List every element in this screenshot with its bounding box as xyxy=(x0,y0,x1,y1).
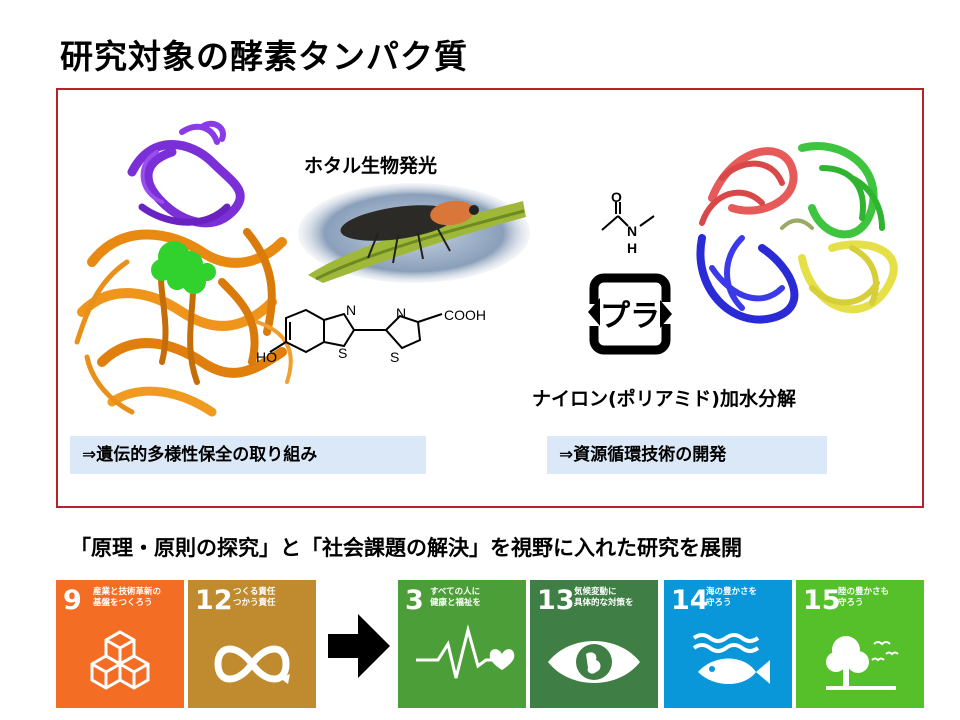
plastic-recycle-icon: プラ xyxy=(584,273,676,355)
luciferin-ho-label: HO xyxy=(256,349,277,365)
sdg-number: 15 xyxy=(803,585,841,616)
nylon-heading: ナイロン(ポリアミド)加水分解 xyxy=(532,388,796,410)
summary-text: 「原理・原則の探究」と「社会課題の解決」を視野に入れた研究を展開 xyxy=(70,536,742,560)
sdg-tile-15: 15 陸の豊かさも 守ろう xyxy=(796,580,924,708)
sdg-tile-9: 9 産業と技術革新の 基盤をつくろう xyxy=(56,580,184,708)
amide-o-label: O xyxy=(611,190,622,205)
right-arrow-icon xyxy=(328,614,390,678)
eye-globe-icon xyxy=(548,641,640,683)
left-callout: ⇒遺伝的多様性保全の取り組み xyxy=(70,436,426,474)
sdg-caption: つくる責任 つかう責任 xyxy=(233,587,276,608)
sdg-tile-14: 14 海の豊かさを 守ろう xyxy=(664,580,792,708)
luciferin-structure: N S N S COOH HO xyxy=(256,304,486,365)
luciferin-n1-label: N xyxy=(346,304,356,318)
cubes-icon xyxy=(90,630,150,690)
sdg-number: 3 xyxy=(405,585,424,616)
sdg-caption: 産業と技術革新の 基盤をつくろう xyxy=(93,587,162,608)
amide-n-label: N xyxy=(627,223,637,239)
sdg-number: 14 xyxy=(671,585,709,616)
slide-title: 研究対象の酵素タンパク質 xyxy=(60,37,468,76)
amide-h-label: H xyxy=(627,240,637,256)
sdg-number: 13 xyxy=(537,585,575,616)
right-callout: ⇒資源循環技術の開発 xyxy=(547,436,827,474)
sdg-tile-3: 3 すべての人に 健康と福祉を xyxy=(398,580,526,708)
sdg-number: 9 xyxy=(63,585,82,616)
sdg-tile-12: 12 つくる責任 つかう責任 xyxy=(188,580,316,708)
sdg-number: 12 xyxy=(195,585,233,616)
luciferin-s1-label: S xyxy=(338,345,347,361)
tree-birds-icon xyxy=(826,636,899,690)
luciferin-n2-label: N xyxy=(396,305,406,321)
luciferin-cooh-label: COOH xyxy=(444,307,486,323)
recycle-mark-label: プラ xyxy=(600,299,660,334)
sdg-caption: 海の豊かさを 守ろう xyxy=(706,587,758,608)
infinity-icon xyxy=(214,645,290,684)
nylon-hydrolase-protein-image xyxy=(696,142,898,324)
luciferin-s2-label: S xyxy=(390,349,399,365)
amide-structure: O N H xyxy=(601,190,655,256)
firefly-heading: ホタル生物発光 xyxy=(304,155,438,177)
luciferase-protein-image xyxy=(74,120,293,417)
sdg-caption: 気候変動に 具体的な対策を xyxy=(574,587,634,608)
sdg-caption: すべての人に 健康と福祉を xyxy=(430,587,482,608)
figure-panel xyxy=(56,88,924,508)
sdg-tile-13: 13 気候変動に 具体的な対策を xyxy=(530,580,658,708)
heartbeat-icon xyxy=(416,624,515,679)
firefly-image xyxy=(298,183,530,283)
fish-waves-icon xyxy=(692,633,770,684)
sdg-caption: 陸の豊かさも 守ろう xyxy=(838,587,890,608)
